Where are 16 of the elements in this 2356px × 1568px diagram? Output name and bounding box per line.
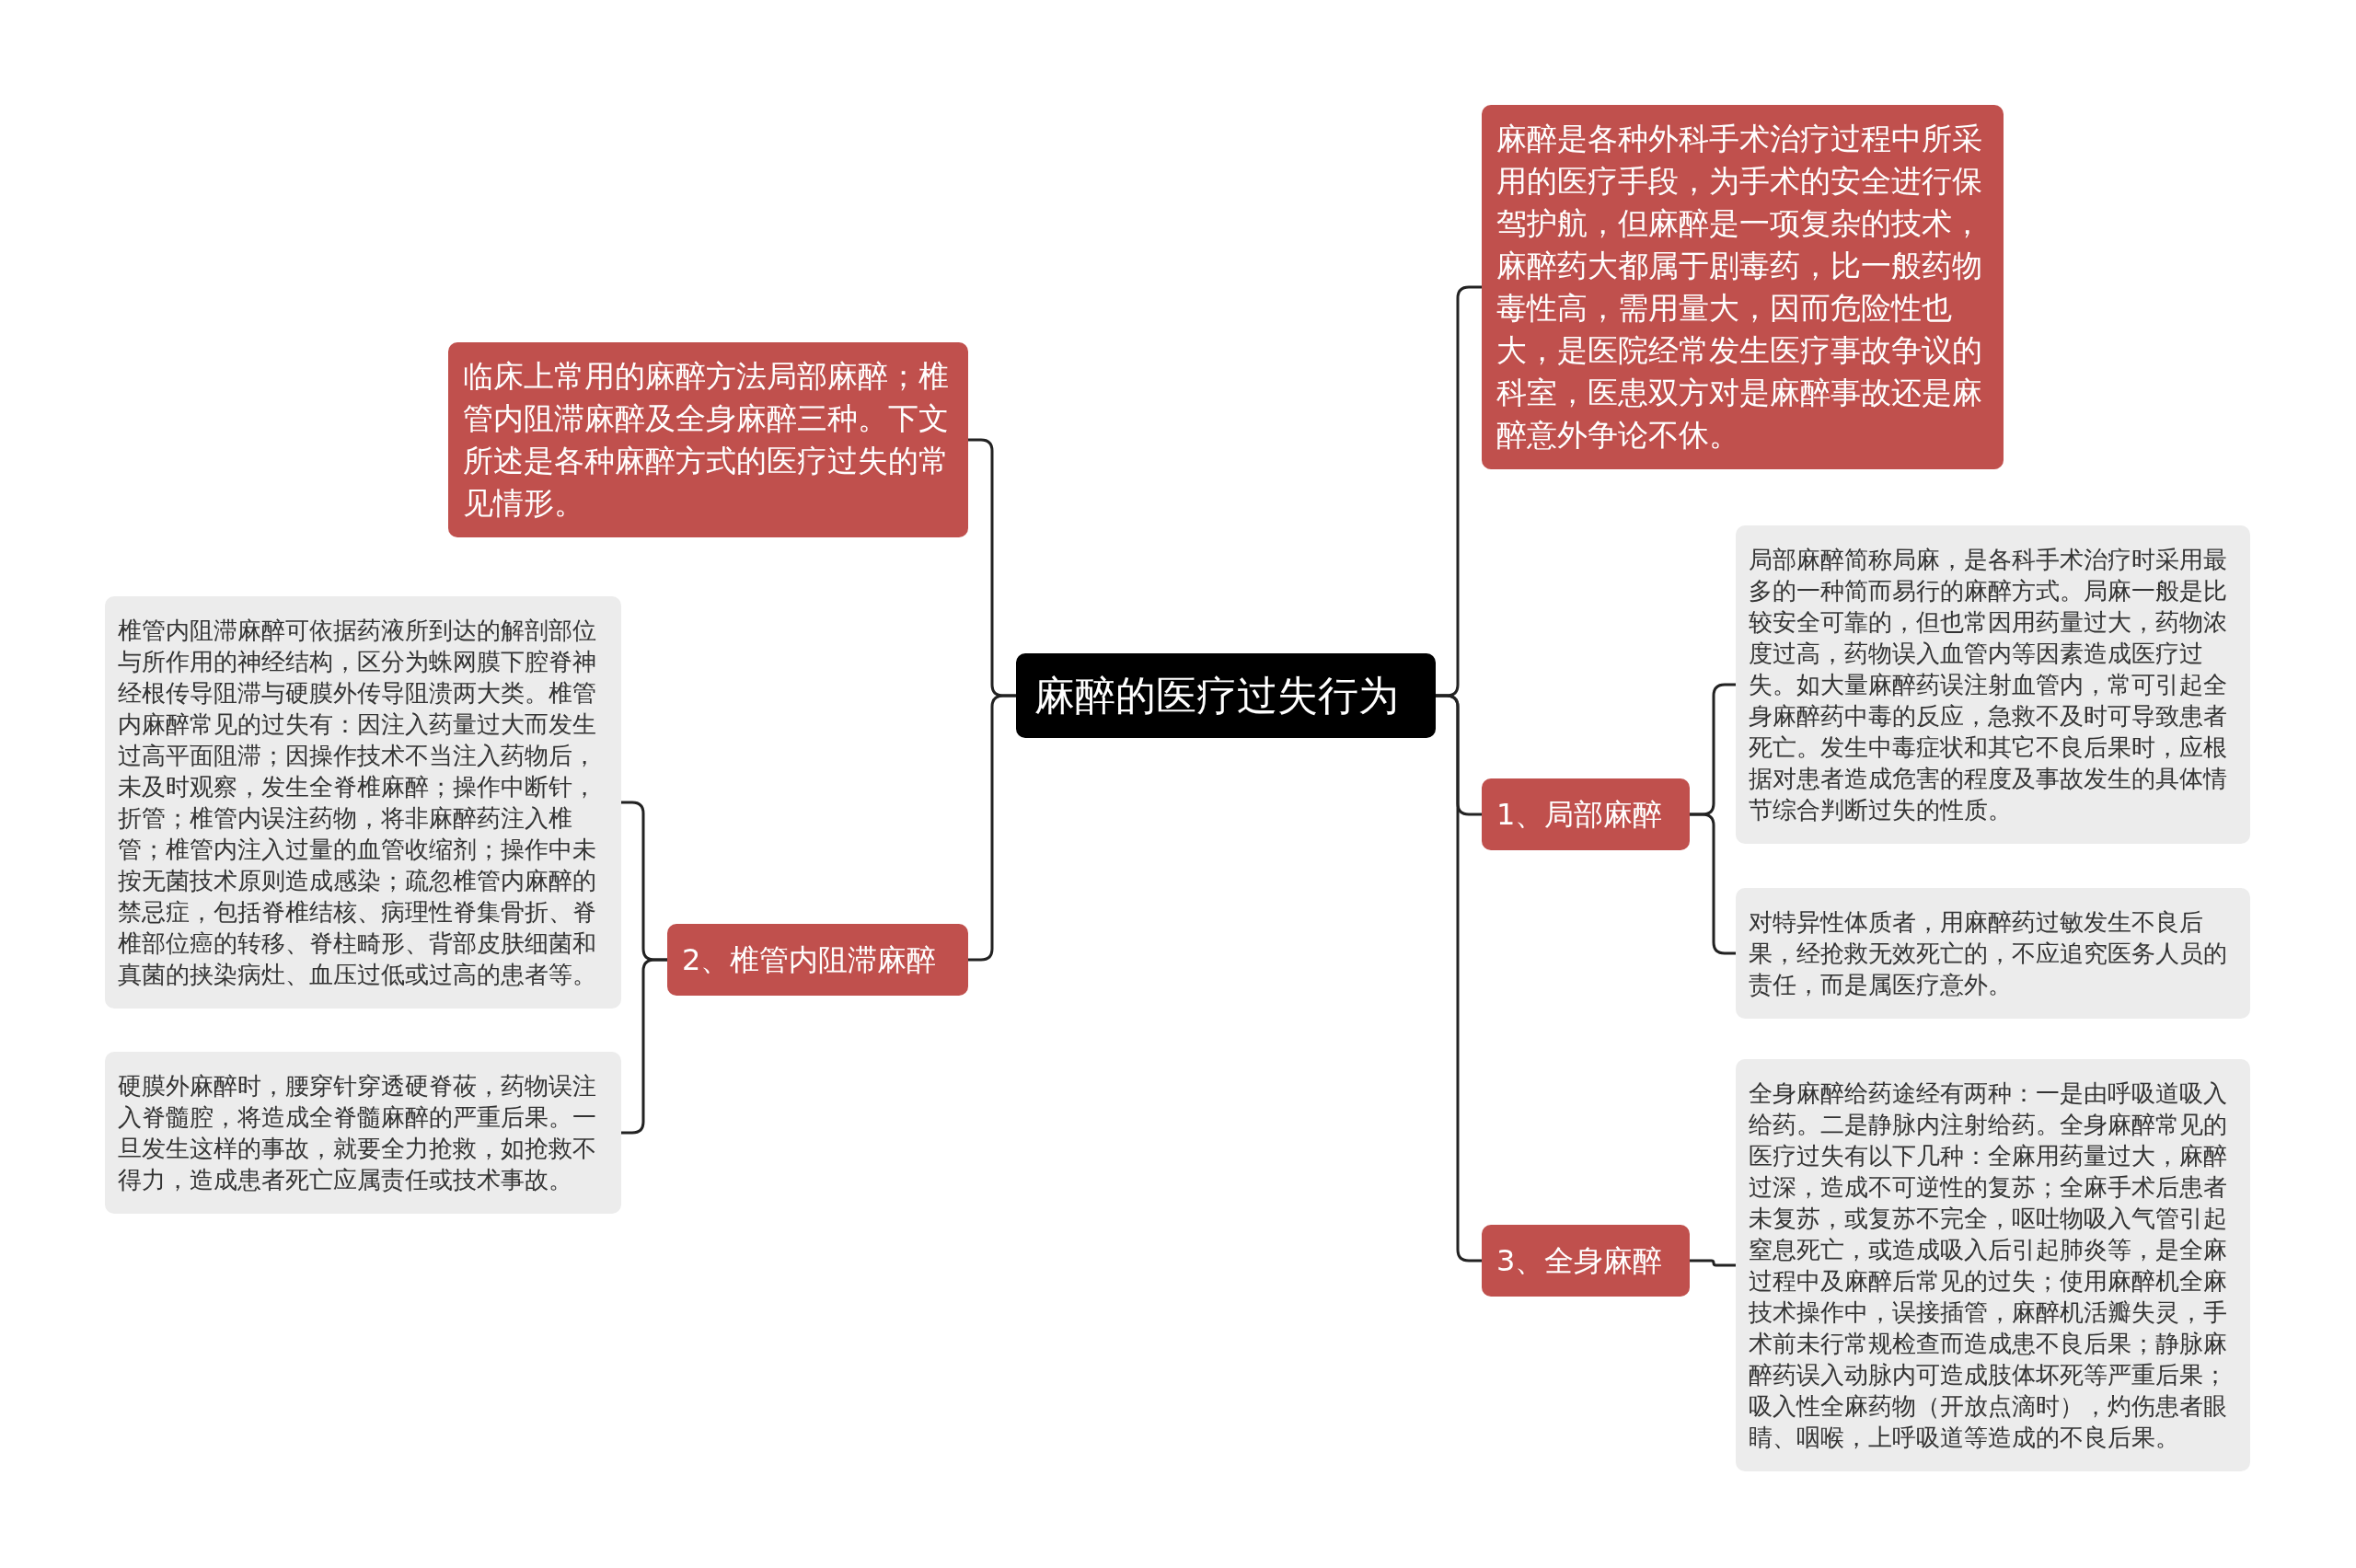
detail-box: 局部麻醉简称局麻，是各科手术治疗时采用最多的一种简而易行的麻醉方式。局麻一般是比较安全可靠的，但也常因用药量过大，药物浓度过高，药物误入血管内等因素造成医疗过失。如大量麻醉药误注射血管内，常可引起全身麻醉药中毒的反应，急救不及时可导致患者死亡。发生中毒症状和其它不良后果时，应根据对患者造成危害的程度及事故发生的具体情节综合判断过失的性质。 [1736, 525, 2250, 844]
central-topic: 麻醉的医疗过失行为 [1016, 653, 1436, 738]
connector-line [968, 694, 1016, 962]
branch-box: 3、全身麻醉 [1482, 1225, 1690, 1297]
connector-line [1690, 1259, 1736, 1267]
branch-box: 1、局部麻醉 [1482, 778, 1690, 850]
intro-box: 临床上常用的麻醉方法局部麻醉；椎管内阻滞麻醉及全身麻醉三种。下文所述是各种麻醉方式的医疗过失的常见情形。 [448, 342, 968, 537]
detail-box: 硬膜外麻醉时，腰穿针穿透硬脊莜，药物误注入脊髓腔，将造成全脊髓麻醉的严重后果。一旦发生这样的事故，就要全力抢救，如抢救不得力，造成患者死亡应属责任或技术事故。 [105, 1052, 621, 1214]
detail-box: 椎管内阻滞麻醉可依据药液所到达的解剖部位与所作用的神经结构，区分为蛛网膜下腔脊神经根传导阻滞与硬膜外传导阻溃两大类。椎管内麻醉常见的过失有：因注入药量过大而发生过高平面阻滞；因操作技术不当注入药物后，未及时观察，发生全脊椎麻醉；操作中断针，折管；椎管内误注药物，将非麻醉药注入椎管；椎管内注入过量的血管收缩剂；操作中未按无菌技术原则造成感染；疏忽椎管内麻醉的禁忌症，包括脊椎结核、病理性脊集骨折、脊椎部位癌的转移、脊柱畸形、背部皮肤细菌和真菌的挟染病灶、血压过低或过高的患者等。 [105, 596, 621, 1009]
intro-box: 麻醉是各种外科手术治疗过程中所采用的医疗手段，为手术的安全进行保驾护航，但麻醉是一项复杂的技术，麻醉药大都属于剧毒药，比一般药物毒性高，需用量大，因而危险性也大，是医院经常发生医疗事故争议的科室，医患双方对是麻醉事故还是麻醉意外争论不休。 [1482, 105, 2004, 469]
connector-line [1690, 813, 1736, 955]
connector-line [621, 958, 667, 1135]
detail-box: 全身麻醉给药途经有两种：一是由呼吸道吸入给药。二是静脉内注射给药。全身麻醉常见的医疗过失有以下几种：全麻用药量过大，麻醉过深，造成不可逆性的复苏；全麻手术后患者未复苏，或复苏不完全，呕吐物吸入气管引起窒息死亡，或造成吸入后引起肺炎等，是全麻过程中及麻醉后常见的过失；使用麻醉机全麻技术操作中，误接插管，麻醉机活瓣失灵，手术前未行常规检查而造成患不良后果；静脉麻醉药误入动脉内可造成肢体坏死等严重后果；吸入性全麻药物（开放点滴时），灼伤患者眼睛、咽喉，上呼吸道等造成的不良后果。 [1736, 1059, 2250, 1471]
detail-box: 对特异性体质者，用麻醉药过敏发生不良后果，经抢救无效死亡的，不应追究医务人员的责任，而是属医疗意外。 [1736, 888, 2250, 1019]
connector-line [1436, 694, 1482, 1262]
branch-box: 2、椎管内阻滞麻醉 [667, 924, 968, 996]
